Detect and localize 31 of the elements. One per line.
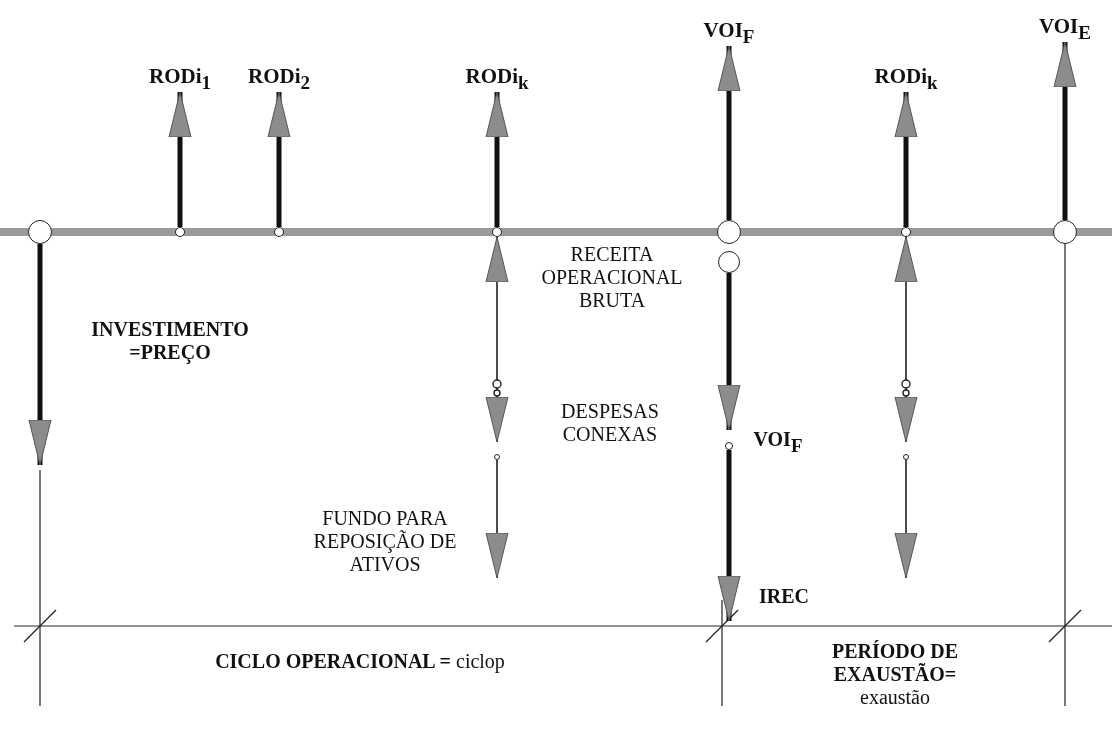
cash-flow-arrow	[717, 45, 741, 220]
cash-flow-arrow	[485, 236, 509, 443]
cash-flow-arrow	[485, 459, 509, 579]
annotation-text: IREC	[758, 585, 810, 608]
annotation-text: FUNDO PARA REPOSIÇÃO DE ATIVOS	[312, 507, 458, 576]
timeline-point	[1053, 220, 1077, 244]
timeline-point	[725, 442, 733, 450]
cash-flow-arrow	[894, 91, 918, 227]
timeline-point	[274, 227, 284, 237]
timeline-point	[494, 454, 500, 460]
timeline-point	[175, 227, 185, 237]
cash-flow-arrow	[168, 91, 192, 227]
cash-flow-arrow	[894, 236, 918, 443]
cash-flow-arrow	[28, 244, 52, 466]
annotation-text: CICLO OPERACIONAL = ciclop	[214, 650, 506, 673]
timeline-point	[28, 220, 52, 244]
annotation-text: DESPESAS CONEXAS	[560, 400, 660, 446]
cash-flow-arrow	[267, 91, 291, 227]
cash-flow-arrow	[717, 273, 741, 431]
cash-flow-arrow	[485, 91, 509, 227]
cash-flow-arrow	[894, 459, 918, 579]
annotation-text: INVESTIMENTO =PREÇO	[90, 318, 250, 364]
timeline-point	[718, 251, 740, 273]
cash-flow-arrow	[1053, 41, 1077, 220]
timeline-point	[903, 454, 909, 460]
timeline-point	[717, 220, 741, 244]
annotation-text: PERÍODO DE EXAUSTÃO= exaustão	[830, 640, 960, 709]
cash-flow-arrow	[717, 450, 741, 622]
annotation-text: RECEITA OPERACIONAL BRUTA	[540, 243, 684, 312]
timeline-point	[901, 227, 911, 237]
timeline-point	[492, 227, 502, 237]
